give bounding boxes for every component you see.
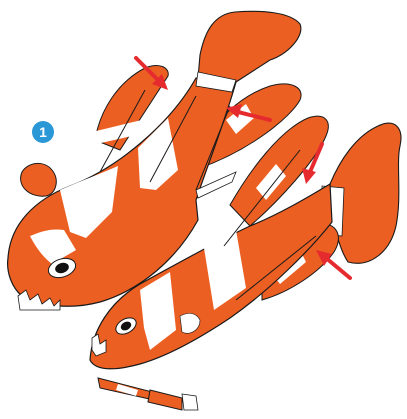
- bottom-fish-bottom-fin-2: [148, 390, 182, 410]
- step-number-label: 1: [39, 125, 47, 139]
- top-fish-tail-fin: [198, 11, 301, 82]
- step-number-badge: 1: [32, 121, 54, 143]
- top-fish-pectoral-fin: [21, 163, 57, 196]
- bottom-fish-bottom-fin-3: [182, 394, 198, 410]
